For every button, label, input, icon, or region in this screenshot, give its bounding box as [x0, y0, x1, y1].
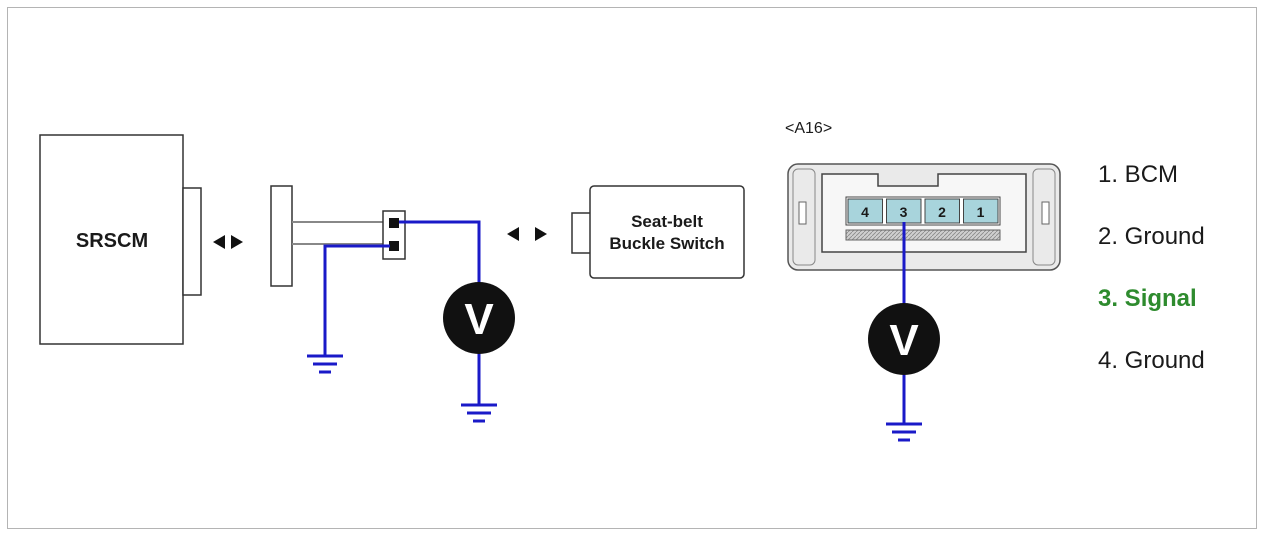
probe-wire-signal	[399, 220, 481, 285]
connector-right-rail	[1032, 168, 1056, 266]
voltmeter-icon	[868, 303, 940, 375]
voltmeter-icon	[443, 282, 515, 354]
connector-pin-cell	[847, 198, 883, 224]
arrow-right-icon	[231, 235, 243, 249]
probe-wire-ground	[323, 244, 390, 356]
srscm-connector	[182, 187, 202, 296]
connector-latch-right	[1041, 201, 1050, 225]
arrow-left-icon	[507, 227, 519, 241]
srscm-box	[39, 134, 184, 345]
connector-left-rail	[792, 168, 816, 266]
voltmeter-label: V	[889, 316, 919, 365]
harness-connector	[270, 185, 293, 287]
connector-lock-bar	[845, 229, 1001, 241]
connector-pin-number: 3	[900, 204, 908, 220]
ground-icon	[886, 422, 922, 442]
diagram-frame	[7, 7, 1257, 529]
ground-icon	[307, 354, 343, 374]
connector-pin-cell	[924, 198, 960, 224]
srscm-module: SRSCM	[39, 134, 202, 345]
pin-legend-item: 1. BCM	[1098, 161, 1178, 188]
connection-arrows-left	[213, 235, 243, 249]
terminal-pin-lower	[389, 241, 399, 251]
arrow-left-icon	[213, 235, 225, 249]
srscm-label: SRSCM	[76, 230, 148, 252]
connector-pin-number: 4	[861, 204, 869, 220]
terminal-block	[382, 210, 406, 260]
connector-pin-cell	[963, 198, 999, 224]
pin-legend-item: 3. Signal	[1098, 285, 1197, 312]
terminal-pin-upper	[389, 218, 399, 228]
connector-pin-number: 1	[977, 204, 985, 220]
voltmeter-label: V	[464, 295, 494, 344]
connector-a16: 4 3 2 1	[787, 163, 1061, 271]
connection-arrows-middle	[507, 227, 547, 241]
connector-id-label: <A16>	[785, 120, 832, 137]
pin-legend-item: 2. Ground	[1098, 223, 1205, 250]
pin-legend-item: 4. Ground	[1098, 347, 1205, 374]
buckle-switch-label-line2: Buckle Switch	[609, 234, 724, 253]
connector-pin-number: 2	[938, 204, 946, 220]
buckle-switch: Seat-belt Buckle Switch	[571, 185, 745, 279]
voltmeter-left: V	[443, 282, 515, 354]
voltmeter-right: V	[868, 303, 940, 375]
connector-pin-cells: 4 3 2 1	[847, 198, 999, 224]
arrow-right-icon	[535, 227, 547, 241]
buckle-switch-plug	[571, 212, 592, 254]
pin-legend: 1. BCM 2. Ground 3. Signal 4. Ground	[1098, 161, 1205, 374]
ground-icon	[461, 403, 497, 423]
buckle-switch-label-line1: Seat-belt	[631, 212, 703, 231]
connector-latch-left	[798, 201, 807, 225]
buckle-switch-box	[589, 185, 745, 279]
